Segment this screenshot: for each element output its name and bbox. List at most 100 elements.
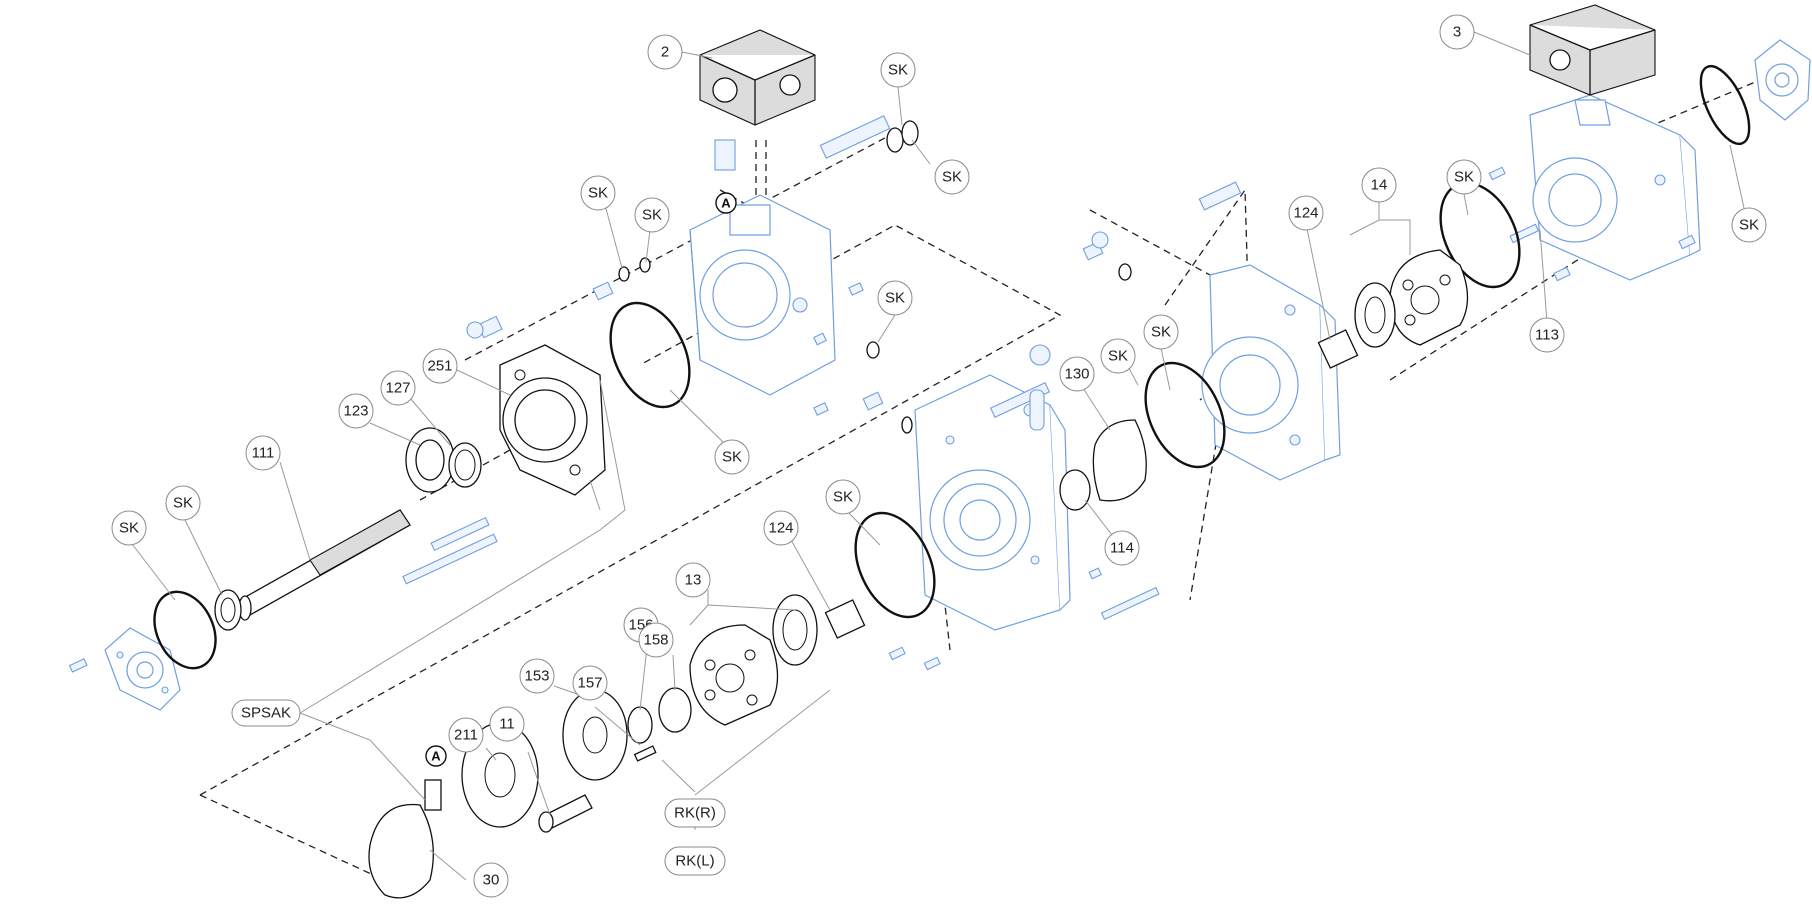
svg-text:SK: SK bbox=[833, 489, 853, 506]
svg-text:124: 124 bbox=[768, 520, 793, 537]
svg-text:SK: SK bbox=[888, 62, 908, 79]
callout-rk-l: RK(L) bbox=[664, 846, 726, 876]
callout-sk-left2: SK bbox=[165, 485, 201, 521]
callout-rk-r: RK(R) bbox=[664, 798, 726, 828]
callout-114: 114 bbox=[1104, 530, 1140, 566]
callout-sk-upper-left2: SK bbox=[634, 197, 670, 233]
svg-text:SK: SK bbox=[1454, 169, 1474, 186]
svg-text:SK: SK bbox=[1739, 217, 1759, 234]
piston-11 bbox=[538, 794, 593, 833]
valve-plate-153 bbox=[562, 689, 628, 781]
svg-text:30: 30 bbox=[483, 872, 500, 889]
callout-sk-right-d: SK bbox=[1731, 207, 1767, 243]
callout-211: 211 bbox=[448, 717, 484, 753]
swash-block-30 bbox=[368, 779, 442, 899]
callout-13: 13 bbox=[675, 562, 711, 598]
cylinder-block-13 bbox=[689, 594, 818, 726]
callout-sk-right-b: SK bbox=[1100, 338, 1136, 374]
cylinder-block-14 bbox=[1354, 249, 1469, 348]
svg-text:13: 13 bbox=[685, 572, 702, 589]
svg-text:114: 114 bbox=[1110, 540, 1134, 557]
swash-plate-130 bbox=[1059, 419, 1147, 511]
callout-sk-top2: SK bbox=[934, 159, 970, 195]
regulator-2 bbox=[699, 29, 816, 126]
svg-text:SK: SK bbox=[1108, 348, 1128, 365]
svg-text:3: 3 bbox=[1453, 24, 1461, 41]
callout-sk-lower: SK bbox=[825, 479, 861, 515]
callout-sk-mid-screw: SK bbox=[877, 280, 913, 316]
center-body-housing bbox=[914, 374, 1071, 631]
callout-sk-upper-left1: SK bbox=[580, 175, 616, 211]
svg-text:SK: SK bbox=[1151, 324, 1171, 341]
svg-text:A: A bbox=[721, 196, 731, 211]
callout-sk-right-a: SK bbox=[1143, 314, 1179, 350]
svg-text:11: 11 bbox=[499, 716, 515, 733]
retainer-parts-156-157-158 bbox=[627, 687, 692, 762]
svg-text:SK: SK bbox=[119, 520, 139, 537]
front-cover-housing bbox=[689, 194, 836, 396]
callout-113: 113 bbox=[1529, 317, 1565, 353]
svg-text:SK: SK bbox=[885, 290, 905, 307]
callout-sk-top1: SK bbox=[880, 52, 916, 88]
callout-3: 3 bbox=[1439, 14, 1475, 50]
callout-spsak: SPSAK bbox=[231, 699, 301, 727]
callout-11: 11 bbox=[489, 706, 525, 742]
svg-text:111: 111 bbox=[252, 445, 275, 462]
rear-pump-housing bbox=[1529, 94, 1701, 281]
svg-text:2: 2 bbox=[661, 44, 669, 61]
callout-124-lower: 124 bbox=[763, 510, 799, 546]
callouts: 2 3 SK SK SK SK SK SK SK SK SK SK SK SK … bbox=[111, 14, 1767, 898]
callout-14: 14 bbox=[1361, 167, 1397, 203]
regulator-3 bbox=[1529, 4, 1656, 96]
svg-text:SK: SK bbox=[173, 495, 193, 512]
svg-text:SPSAK: SPSAK bbox=[241, 705, 291, 722]
svg-text:123: 123 bbox=[343, 403, 368, 420]
blue-fasteners bbox=[68, 115, 1696, 673]
svg-text:130: 130 bbox=[1064, 366, 1089, 383]
callout-158: 158 bbox=[638, 622, 674, 658]
drive-shaft-111 bbox=[238, 509, 411, 621]
callout-124-right: 124 bbox=[1288, 195, 1324, 231]
rear-flange-plate bbox=[1754, 39, 1811, 121]
svg-text:251: 251 bbox=[427, 358, 452, 375]
svg-text:127: 127 bbox=[385, 380, 410, 397]
callout-130: 130 bbox=[1059, 356, 1095, 392]
callout-153: 153 bbox=[519, 658, 555, 694]
svg-text:SK: SK bbox=[722, 449, 742, 466]
callout-sk-oring-front: SK bbox=[714, 439, 750, 475]
callout-127: 127 bbox=[380, 370, 416, 406]
front-flange-plate bbox=[104, 627, 181, 711]
callout-2: 2 bbox=[647, 34, 683, 70]
small-orings bbox=[618, 120, 1132, 434]
callout-123: 123 bbox=[338, 393, 374, 429]
svg-text:14: 14 bbox=[1371, 177, 1388, 194]
svg-text:211: 211 bbox=[454, 727, 478, 744]
svg-text:113: 113 bbox=[1535, 327, 1559, 344]
svg-text:A: A bbox=[431, 749, 441, 764]
callout-sk-left1: SK bbox=[111, 510, 147, 546]
callout-sk-right-c: SK bbox=[1446, 159, 1482, 195]
svg-text:153: 153 bbox=[524, 668, 549, 685]
svg-text:158: 158 bbox=[643, 632, 668, 649]
svg-text:RK(R): RK(R) bbox=[674, 805, 716, 822]
svg-text:SK: SK bbox=[642, 207, 662, 224]
svg-text:157: 157 bbox=[577, 675, 602, 692]
callout-111: 111 bbox=[245, 435, 281, 471]
callout-30: 30 bbox=[473, 862, 509, 898]
callout-251: 251 bbox=[422, 348, 458, 384]
marker-a-top: A bbox=[715, 192, 737, 214]
needle-bearings-124 bbox=[824, 329, 1359, 639]
leader-lines bbox=[128, 31, 1745, 881]
svg-text:RK(L): RK(L) bbox=[675, 853, 714, 870]
large-orings bbox=[609, 64, 1751, 619]
marker-a-bottom: A bbox=[425, 745, 447, 767]
callout-157: 157 bbox=[572, 665, 608, 701]
front-seal-oring bbox=[153, 589, 242, 670]
ring-127 bbox=[448, 442, 482, 488]
svg-text:SK: SK bbox=[588, 185, 608, 202]
front-housing-251 bbox=[499, 344, 606, 496]
svg-text:SK: SK bbox=[942, 169, 962, 186]
svg-text:124: 124 bbox=[1293, 205, 1318, 222]
bearing-123 bbox=[405, 427, 455, 493]
